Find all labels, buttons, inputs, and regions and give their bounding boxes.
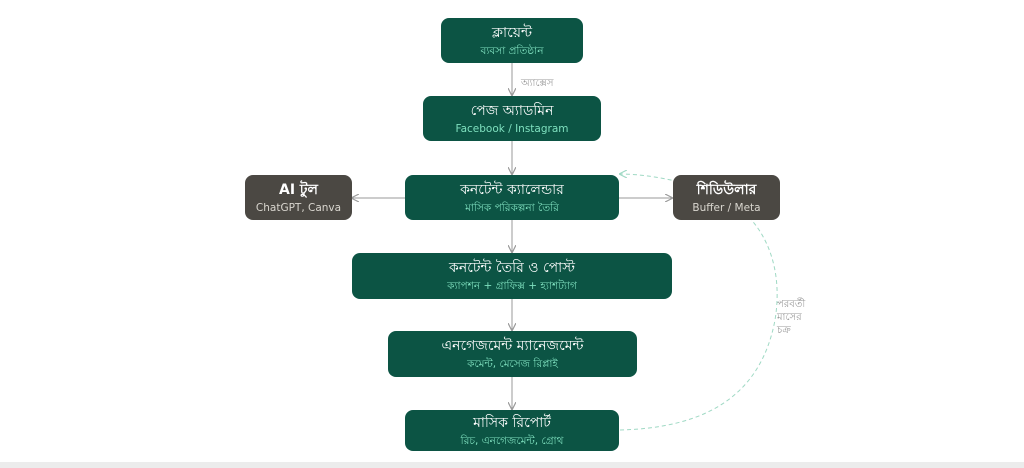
node-content-create-post-title: কনটেন্ট তৈরি ও পোস্ট <box>449 260 575 276</box>
node-content-create-post: কনটেন্ট তৈরি ও পোস্ট ক্যাপশন + গ্রাফিক্স… <box>352 253 672 299</box>
page-bottom-bar <box>0 462 1024 468</box>
node-page-admin-subtitle: Facebook / Instagram <box>455 122 569 135</box>
edge-label-next-cycle: পরবর্তী মাসের চক্র <box>777 298 805 337</box>
node-page-admin-title: পেজ অ্যাডমিন <box>470 102 554 119</box>
node-ai-tool-title: AI টুল <box>279 181 318 198</box>
node-content-create-post-subtitle: ক্যাপশন + গ্রাফিক্স + হ্যাশট্যাগ <box>447 280 577 292</box>
edge-label-next-cycle-line2: মাসের <box>777 312 802 323</box>
edge-label-next-cycle-line1: পরবর্তী <box>777 299 806 310</box>
node-scheduler-subtitle: Buffer / Meta <box>692 201 761 214</box>
node-monthly-report-subtitle: রিচ, এনগেজমেন্ট, গ্রোথ <box>460 434 564 447</box>
node-monthly-report: মাসিক রিপোর্ট রিচ, এনগেজমেন্ট, গ্রোথ <box>405 410 619 451</box>
node-engagement-management-title: এনগেজমেন্ট ম্যানেজমেন্ট <box>441 338 584 354</box>
edge-report-to-calendar-loop <box>620 174 778 431</box>
node-client: ক্লায়েন্ট ব্যবসা প্রতিষ্ঠান <box>441 18 583 63</box>
node-content-calendar-title: কনটেন্ট ক্যালেন্ডার <box>460 181 564 198</box>
node-engagement-management-subtitle: কমেন্ট, মেসেজ রিপ্লাই <box>467 358 558 370</box>
node-monthly-report-title: মাসিক রিপোর্ট <box>473 414 551 431</box>
node-ai-tool: AI টুল ChatGPT, Canva <box>245 175 352 220</box>
node-ai-tool-subtitle: ChatGPT, Canva <box>255 201 342 214</box>
node-content-calendar: কনটেন্ট ক্যালেন্ডার মাসিক পরিকল্পনা তৈরি <box>405 175 619 220</box>
node-client-subtitle: ব্যবসা প্রতিষ্ঠান <box>480 44 544 57</box>
node-client-title: ক্লায়েন্ট <box>492 24 532 41</box>
node-page-admin: পেজ অ্যাডমিন Facebook / Instagram <box>423 96 601 141</box>
node-content-calendar-subtitle: মাসিক পরিকল্পনা তৈরি <box>465 201 559 214</box>
node-scheduler: শিডিউলার Buffer / Meta <box>673 175 780 220</box>
node-scheduler-title: শিডিউলার <box>696 181 757 198</box>
edge-label-next-cycle-line3: চক্র <box>777 325 791 336</box>
node-engagement-management: এনগেজমেন্ট ম্যানেজমেন্ট কমেন্ট, মেসেজ রি… <box>388 331 637 377</box>
edge-label-access: অ্যাক্সেস <box>521 78 554 89</box>
